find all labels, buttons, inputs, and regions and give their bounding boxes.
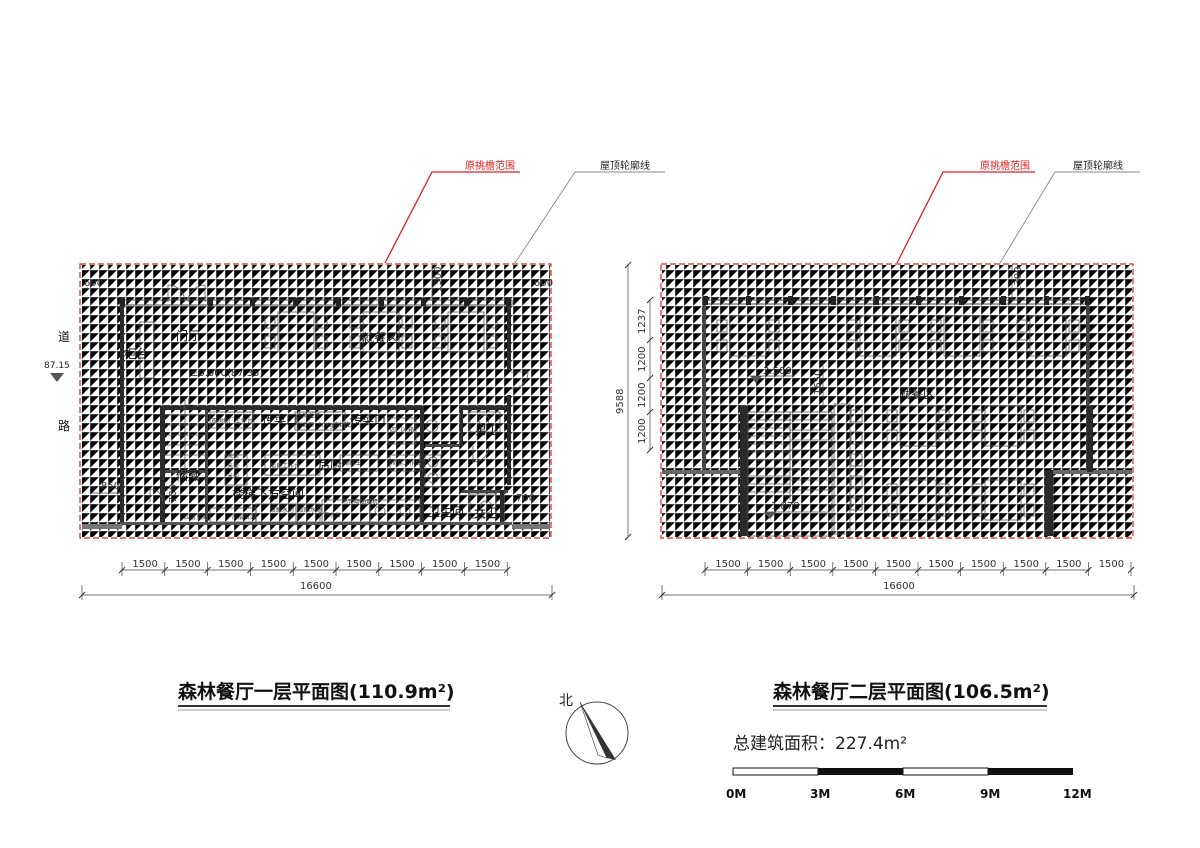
plan2-roof-leader	[999, 171, 1140, 264]
bay-dimension-label: 1500	[389, 559, 414, 570]
bay-dimension-label: 1500	[432, 559, 457, 570]
plan1-men-label: 男卫	[475, 423, 499, 437]
dim-600-left: 600	[84, 278, 103, 289]
plan1-kitchen-label: 后厨	[318, 458, 342, 472]
plan1-eave-leader	[384, 171, 520, 264]
plan1-serve2-label: 传菜口	[350, 412, 386, 427]
equip-label: 吊顶吸油烟机	[342, 498, 378, 506]
bay-dimension-label: 1500	[475, 559, 500, 570]
bay-dimension-label: 1500	[304, 559, 329, 570]
bay-dimension-label: 1500	[1099, 559, 1124, 570]
dim-700-b: 700	[516, 493, 535, 504]
plan1-lobby-label: 门厅	[176, 328, 200, 343]
plan2-vdim-1: 1237	[637, 309, 648, 334]
plan2-vdim-3: 1200	[637, 383, 648, 408]
plan1-roof-leader	[514, 171, 665, 264]
plan1-total-dim: 16600	[300, 581, 332, 592]
bay-dimension-label: 1500	[346, 559, 371, 570]
plan2-roof-label: 屋顶轮廓线	[1073, 159, 1123, 172]
plan1-eave-label: 原挑檐范围	[465, 159, 515, 172]
bay-dimension-label: 1500	[132, 559, 157, 570]
bay-dimension-label: 1500	[971, 559, 996, 570]
plan1-storage-label: 储藏	[176, 468, 200, 483]
plan2-dim-1650: 1650	[813, 370, 824, 395]
dim-1300: 1300	[433, 267, 444, 292]
plan2-elev-upper: 3.500	[763, 366, 792, 377]
scale-label-9: 9M	[980, 787, 1000, 801]
plan2-floor-plan: 原挑檐范围 屋顶轮廓线	[615, 159, 1140, 711]
equip-label: 四层货架	[184, 513, 208, 521]
plan1-toilet-label: 卫生间	[428, 505, 464, 519]
plan1-women-label: 女卫	[474, 505, 498, 520]
elevation-marker-icon	[50, 373, 64, 382]
plan2-eave-leader	[896, 171, 1035, 264]
scale-label-0: 0M	[726, 787, 746, 801]
plan1-elevation-label: ±0.000(87.35)	[190, 368, 264, 379]
scale-label-6: 6M	[895, 787, 915, 801]
dim-600-right: 600	[534, 278, 553, 289]
equip-label: 米架	[227, 452, 239, 460]
dim-700-a: 700	[168, 484, 179, 503]
scale-label-3: 3M	[810, 787, 830, 801]
plan2-dining-label: 就餐区	[899, 386, 935, 401]
bay-dimension-label: 1500	[758, 559, 783, 570]
plan1-title: 森林餐厅一层平面图(110.9m²)	[178, 680, 455, 703]
plan1-counter-label: 柜台	[124, 346, 148, 361]
dim-850: 850	[101, 481, 120, 492]
equip-label: 双眼水池	[270, 506, 294, 514]
bay-dimension-label: 1500	[218, 559, 243, 570]
bay-dimension-label: 1500	[801, 559, 826, 570]
total-area-label: 总建筑面积：227.4m²	[733, 734, 907, 754]
plan1-eave-outline	[79, 263, 552, 539]
plan1-roof-label: 屋顶轮廓线	[600, 159, 650, 172]
equip-label: 热风循环	[296, 412, 320, 420]
bay-dimension-label: 1500	[886, 559, 911, 570]
equip-label: 简易工作台	[270, 462, 300, 470]
equip-label: 简易工作台	[391, 459, 421, 467]
plan2-title: 森林餐厅二层平面图(106.5m²)	[773, 680, 1050, 703]
bay-dimension-label: 1500	[175, 559, 200, 570]
equip-label: 双阀移门工作台	[211, 417, 253, 425]
north-arrow-icon: 北	[559, 693, 629, 765]
road-elevation: 87.15	[44, 361, 70, 371]
equip-label: 消毒柜	[296, 421, 314, 429]
plan1-floor-grid	[82, 265, 550, 537]
bay-dimension-label: 1500	[843, 559, 868, 570]
road-label-2: 路	[58, 418, 70, 433]
plan2-vdim-4: 1200	[637, 419, 648, 444]
bay-dimension-label: 1500	[261, 559, 286, 570]
plan2-eave-outline	[660, 263, 1134, 539]
plan2-elev-landing: 1.878	[771, 501, 800, 512]
road-label-1: 道	[58, 330, 70, 344]
equip-label: 双眼水池	[298, 506, 322, 514]
equip-label: 米架	[227, 462, 239, 470]
plan2-eave-label: 原挑檐范围	[980, 159, 1030, 172]
scale-bar: 0M 3M 6M 9M 12M	[726, 767, 1092, 801]
equip-label: 米架	[227, 472, 239, 480]
plan1-floor-plan: 原挑檐范围 屋顶轮廓线	[44, 159, 665, 711]
scale-label-12: 12M	[1063, 787, 1092, 801]
plan1-dining-label: 就餐区	[362, 330, 398, 345]
equip-label: 调料车	[343, 459, 361, 467]
equip-label: 一层层货架	[226, 513, 256, 521]
plan1-serve1-label: 传菜口	[262, 412, 298, 427]
bay-dimension-label: 1500	[928, 559, 953, 570]
plan1-up-mark: 上	[185, 398, 193, 407]
plan2-dim-1300: 1300	[1013, 267, 1024, 292]
equip-label: 30Kg炭烤车	[318, 421, 351, 429]
north-label: 北	[559, 693, 573, 709]
equip-label: 下水台	[323, 511, 341, 519]
bay-dimension-label: 1500	[1014, 559, 1039, 570]
plan2-total-dim: 16600	[883, 581, 915, 592]
bay-dimension-label: 1500	[1056, 559, 1081, 570]
bay-dimension-label: 1500	[715, 559, 740, 570]
plan1-stair-space-label: 楼梯下方空间	[232, 486, 304, 501]
plan2-vdim-total: 9588	[615, 389, 626, 414]
equip-label: 四门冰箱	[390, 426, 414, 434]
plan2-vdim-2: 1200	[637, 347, 648, 372]
